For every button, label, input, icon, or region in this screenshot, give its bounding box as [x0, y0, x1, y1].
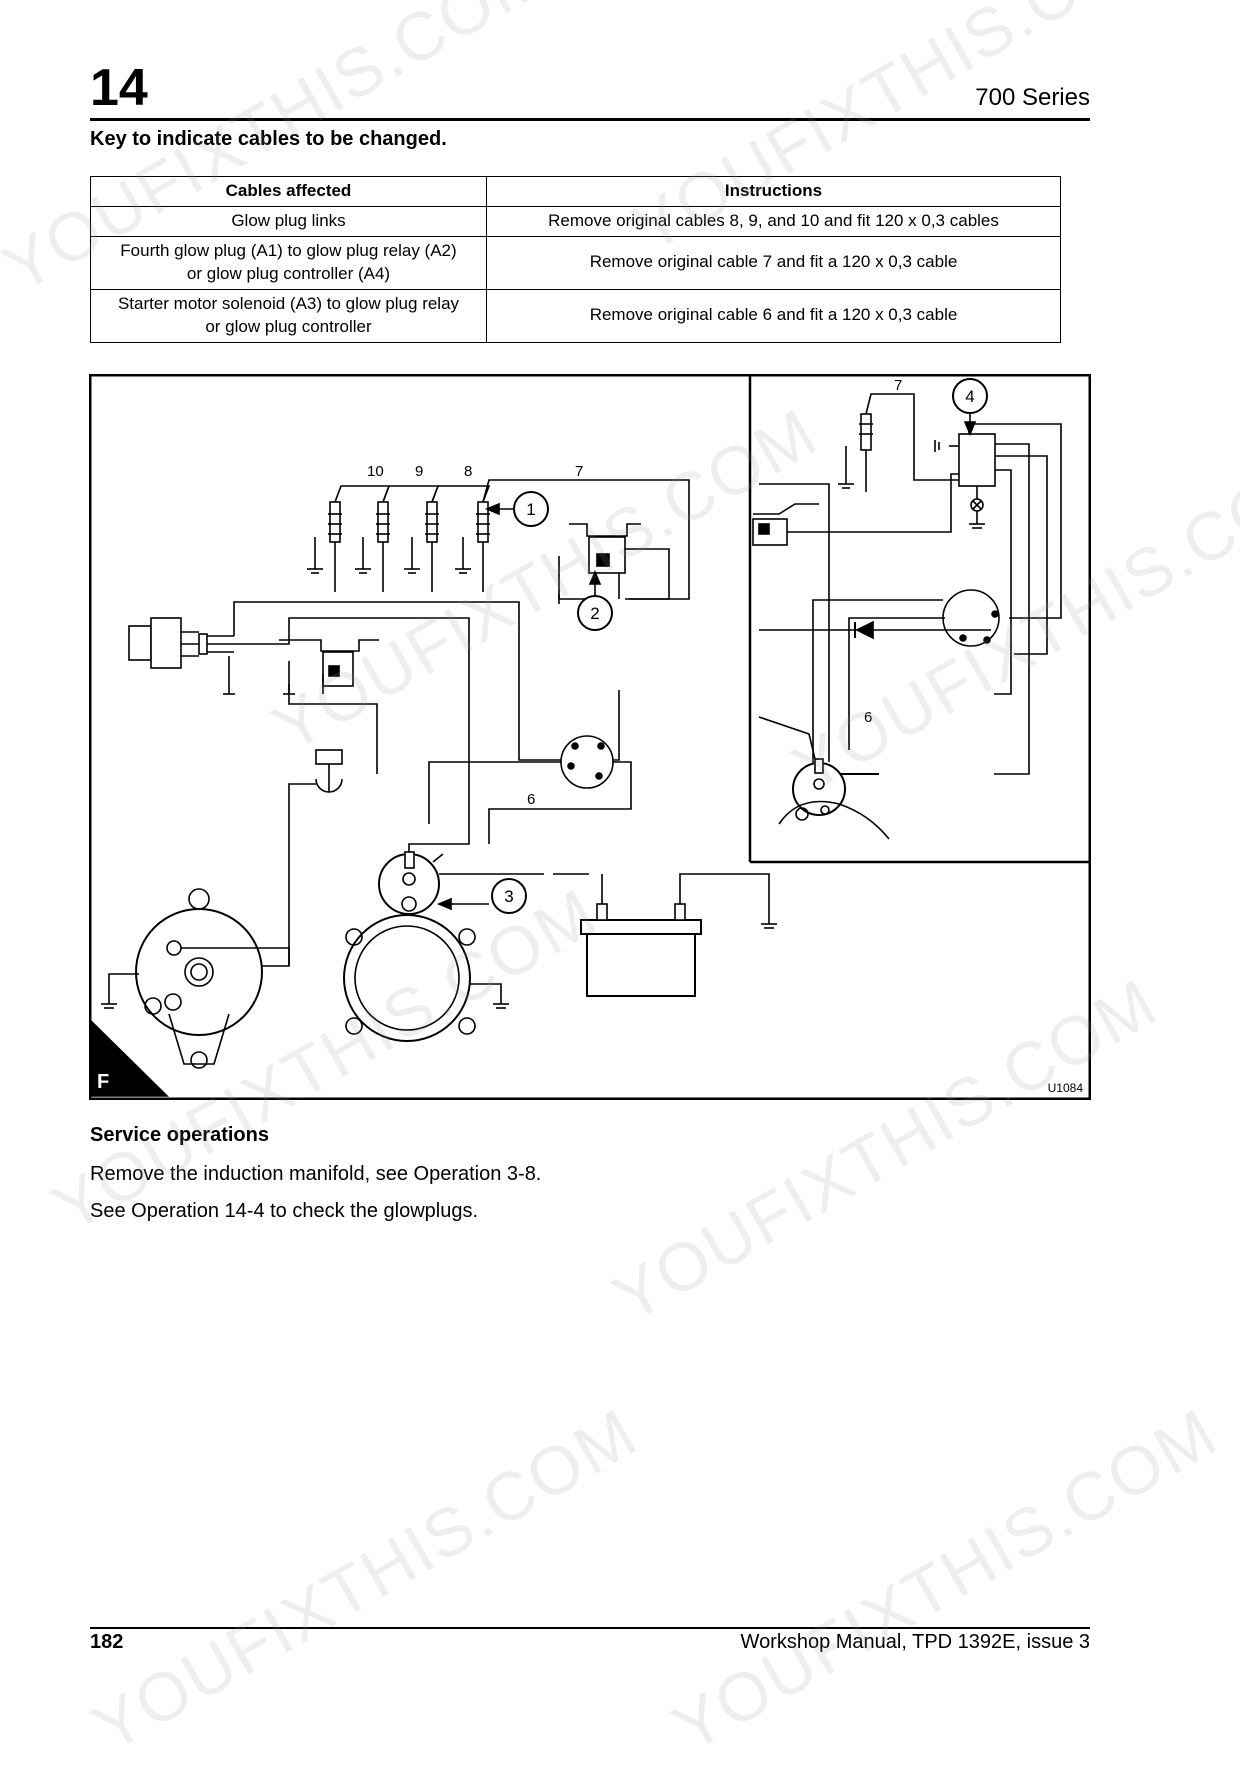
callout-2: 2 [590, 604, 599, 623]
cable-affected: Glow plug links [90, 205, 487, 237]
starter-motor [343, 914, 509, 1042]
page-number: 182 [90, 1631, 124, 1653]
alternator [101, 888, 290, 1069]
callout-4: 4 [965, 387, 974, 406]
ignition-switch [428, 735, 632, 844]
watermark: YOUFIXTHIS.COM [660, 1394, 1230, 1767]
callout-1: 1 [526, 500, 535, 519]
cable-affected: Fourth glow plug (A1) to glow plug relay… [90, 235, 487, 290]
glow-plug-controller [223, 639, 379, 774]
service-line: See Operation 14-4 to check the glowplug… [90, 1200, 479, 1222]
figure-code: U1084 [1048, 1081, 1084, 1095]
glow-plugs [307, 479, 690, 600]
table-row: Glow plug links Remove original cables 8… [90, 205, 1061, 237]
manual-reference: Workshop Manual, TPD 1392E, issue 3 [740, 1631, 1090, 1653]
header-rule [90, 118, 1090, 121]
series-title: 700 Series [975, 84, 1090, 111]
cables-table: Cables affected Instructions Glow plug l… [90, 176, 1061, 343]
cable-instruction: Remove original cables 8, 9, and 10 and … [486, 205, 1061, 237]
col-header-cables: Cables affected [90, 176, 487, 207]
cable-instruction: Remove original cable 6 and fit a 120 x … [486, 288, 1061, 343]
table-header-row: Cables affected Instructions [90, 176, 1061, 207]
cable-label-7: 7 [575, 463, 583, 480]
figure-corner [91, 1020, 169, 1097]
inset-cable-label-6: 6 [864, 709, 872, 726]
cable-label-9: 9 [415, 463, 423, 480]
callout-3: 3 [504, 887, 513, 906]
cable-affected: Starter motor solenoid (A3) to glow plug… [90, 288, 487, 343]
figure-letter: F [97, 1071, 109, 1093]
cable-affected-text: Starter motor solenoid (A3) to glow plug… [117, 293, 460, 313]
cable-label-10: 10 [367, 463, 384, 480]
cable-affected-text: Glow plug links [231, 210, 346, 230]
table-row: Starter motor solenoid (A3) to glow plug… [90, 288, 1061, 343]
starter-switch [128, 601, 620, 774]
watermark: YOUFIXTHIS.COM [80, 1394, 650, 1767]
cable-instruction: Remove original cable 7 and fit a 120 x … [486, 235, 1061, 290]
cable-affected-text: or glow plug controller [205, 316, 372, 336]
cable-label-6: 6 [527, 791, 535, 808]
chapter-number: 14 [90, 59, 148, 117]
service-line: Remove the induction manifold, see Opera… [90, 1163, 542, 1185]
cable-label-8: 8 [464, 463, 472, 480]
key-title: Key to indicate cables to be changed. [90, 128, 447, 150]
battery [580, 873, 777, 997]
inset-diagram [752, 393, 1062, 840]
inset-cable-label-7: 7 [894, 377, 902, 394]
service-operations-title: Service operations [90, 1124, 269, 1146]
starter-solenoid [378, 774, 589, 915]
cable-affected-text: or glow plug controller (A4) [186, 263, 391, 283]
footer-rule [90, 1627, 1090, 1629]
glow-plug-relay [558, 523, 670, 604]
cable-affected-text: Fourth glow plug (A1) to glow plug relay… [120, 240, 457, 260]
col-header-instructions: Instructions [486, 176, 1061, 207]
table-row: Fourth glow plug (A1) to glow plug relay… [90, 235, 1061, 290]
wiring-diagram: 10 9 8 7 1 2 [89, 374, 1091, 1100]
